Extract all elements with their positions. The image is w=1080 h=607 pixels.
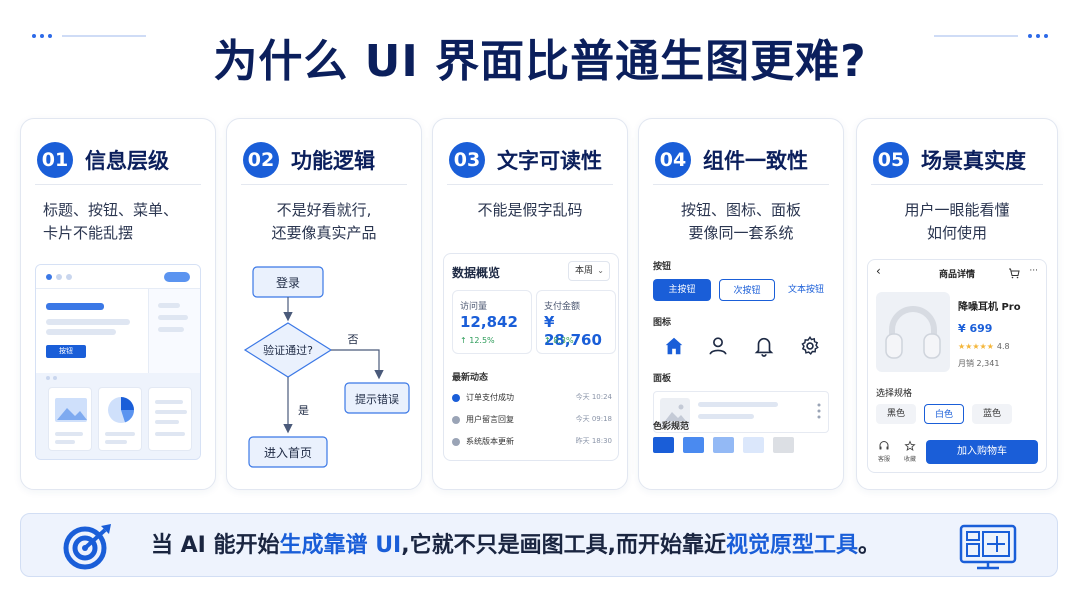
more-icon: ··· (1029, 266, 1038, 276)
text-button: 文本按钮 (787, 285, 824, 295)
flow-label-no: 否 (348, 333, 359, 346)
feed-title: 最新动态 (452, 373, 489, 383)
login-flowchart: 登录 验证通过? 否 提示错误 是 进入首页 (243, 266, 410, 468)
status-dot-icon (452, 438, 460, 446)
image-icon (55, 398, 87, 444)
card-description: 用户一眼能看懂 如何使用 (904, 201, 1010, 242)
panel-label: 面板 (653, 374, 672, 384)
card-component-consistency: 04 组件一致性 按钮、图标、面板 要像同一套系统 按钮 主按钮 次按钮 文本按… (638, 118, 844, 490)
stat-visits: 访问量 12,842 ↑ 12.5% (452, 290, 532, 354)
conclusion-text: 当 AI 能开始生成靠谱 UI,它就不只是画图工具,而开始靠近视觉原型工具。 (151, 533, 880, 558)
feed-item: 系统版本更新 昨天 18:30 (452, 434, 612, 454)
pie-chart-icon (105, 397, 135, 444)
card-text-readability: 03 文字可读性 不能是假字乱码 数据概览 本周⌄ 访问量 12,842 ↑ 1… (432, 118, 628, 490)
chevron-down-icon: ⌄ (597, 266, 604, 275)
icons-label: 图标 (653, 318, 672, 328)
secondary-button: 次按钮 (719, 279, 775, 301)
option-white: 白色 (924, 404, 964, 424)
service-button: 客服 (874, 440, 894, 463)
flow-label-login: 登录 (276, 275, 300, 290)
rating-stars: ★★★★★4.8 (958, 342, 1010, 351)
card-number: 02 (243, 141, 279, 178)
cart-icon (1009, 268, 1020, 279)
flow-label-yes: 是 (298, 404, 309, 417)
card-title: 功能逻辑 (291, 148, 375, 173)
dashboard-title: 数据概览 (452, 266, 501, 280)
gear-icon (801, 335, 819, 355)
color-swatch (743, 437, 764, 453)
more-vertical-icon (817, 403, 821, 419)
product-page-mock: ‹ 商品详情 ··· 降噪耳机 Pro ¥ 699 ★★★★★4.8 月销 2,… (867, 259, 1047, 473)
card-description: 标题、按钮、菜单、 卡片不能乱摆 (43, 201, 179, 242)
product-page-title: 商品详情 (938, 270, 975, 280)
spec-label: 选择规格 (876, 389, 913, 399)
product-price: ¥ 699 (958, 322, 993, 335)
layout-wireframe: 按钮 (35, 264, 201, 460)
status-dot-icon (452, 394, 460, 402)
card-number: 01 (37, 141, 73, 178)
card-description: 不是好看就行, 还要像真实产品 (271, 201, 377, 242)
icon-row (663, 335, 819, 357)
buttons-label: 按钮 (653, 262, 672, 272)
feed-item: 用户留言回复 今天 09:18 (452, 412, 612, 432)
colors-label: 色彩规范 (653, 422, 690, 432)
card-description: 按钮、图标、面板 要像同一套系统 (680, 201, 801, 242)
card-function-logic: 02 功能逻辑 不是好看就行, 还要像真实产品 登录 验证通过? 否 提示错误 … (226, 118, 422, 490)
product-name: 降噪耳机 Pro (958, 302, 1021, 313)
color-swatch (773, 437, 794, 453)
card-title: 信息层级 (85, 148, 169, 173)
color-swatch (683, 437, 704, 453)
dashboard-mock: 数据概览 本周⌄ 访问量 12,842 ↑ 12.5% 支付金额 ¥ 28,76… (443, 253, 619, 461)
back-icon: ‹ (876, 264, 881, 278)
title-decoration-left (32, 34, 156, 38)
headset-icon (879, 441, 889, 450)
feed-item: 订单支付成功 今天 10:24 (452, 390, 612, 410)
star-icon (904, 440, 916, 451)
text-tile (148, 387, 192, 451)
card-title: 场景真实度 (921, 148, 1026, 173)
headphones-icon (885, 306, 941, 359)
user-icon (709, 337, 727, 355)
option-black: 黑色 (876, 404, 916, 424)
title-decoration-right (924, 34, 1048, 38)
monthly-sales: 月销 2,341 (958, 359, 1000, 368)
home-icon (665, 337, 683, 355)
mock-button: 按钮 (46, 345, 86, 358)
flow-node-error (344, 382, 410, 414)
card-description: 不能是假字乱码 (477, 201, 583, 219)
flow-label-error: 提示错误 (355, 392, 399, 406)
flow-label-home: 进入首页 (264, 446, 312, 460)
card-number: 03 (449, 141, 485, 178)
color-swatch (713, 437, 734, 453)
card-title: 文字可读性 (497, 148, 602, 173)
image-placeholder-icon (660, 398, 690, 428)
card-title: 组件一致性 (703, 148, 808, 173)
period-select: 本周⌄ (568, 261, 610, 281)
title-row: 为什么 UI 界面比普通生图更难? (0, 22, 1080, 92)
prototype-screen-icon (959, 524, 1017, 570)
component-library-mock: 按钮 主按钮 次按钮 文本按钮 图标 面板 (649, 259, 829, 463)
primary-button: 主按钮 (653, 279, 711, 301)
card-number: 05 (873, 141, 909, 178)
card-scene-realism: 05 场景真实度 用户一眼能看懂 如何使用 ‹ 商品详情 ··· 降噪耳机 Pr… (856, 118, 1058, 490)
status-dot-icon (452, 416, 460, 424)
add-to-cart-button: 加入购物车 (926, 440, 1038, 464)
card-number: 04 (655, 141, 691, 178)
panel-sample (653, 391, 829, 433)
card-info-hierarchy: 01 信息层级 标题、按钮、菜单、 卡片不能乱摆 按钮 (20, 118, 216, 490)
stat-payment: 支付金额 ¥ 28,760 ↑ 8.3% (536, 290, 616, 354)
chart-tile (98, 387, 142, 451)
page-title: 为什么 UI 界面比普通生图更难? (213, 36, 867, 87)
conclusion-banner: 当 AI 能开始生成靠谱 UI,它就不只是画图工具,而开始靠近视觉原型工具。 (20, 513, 1058, 577)
color-swatch (653, 437, 674, 453)
favorite-button: 收藏 (900, 440, 920, 463)
product-image (876, 292, 950, 372)
flow-label-verify: 验证通过? (263, 343, 313, 357)
target-icon (63, 524, 111, 570)
bell-icon (754, 337, 774, 357)
option-blue: 蓝色 (972, 404, 1012, 424)
image-tile (48, 387, 92, 451)
flow-node-home (248, 436, 328, 468)
